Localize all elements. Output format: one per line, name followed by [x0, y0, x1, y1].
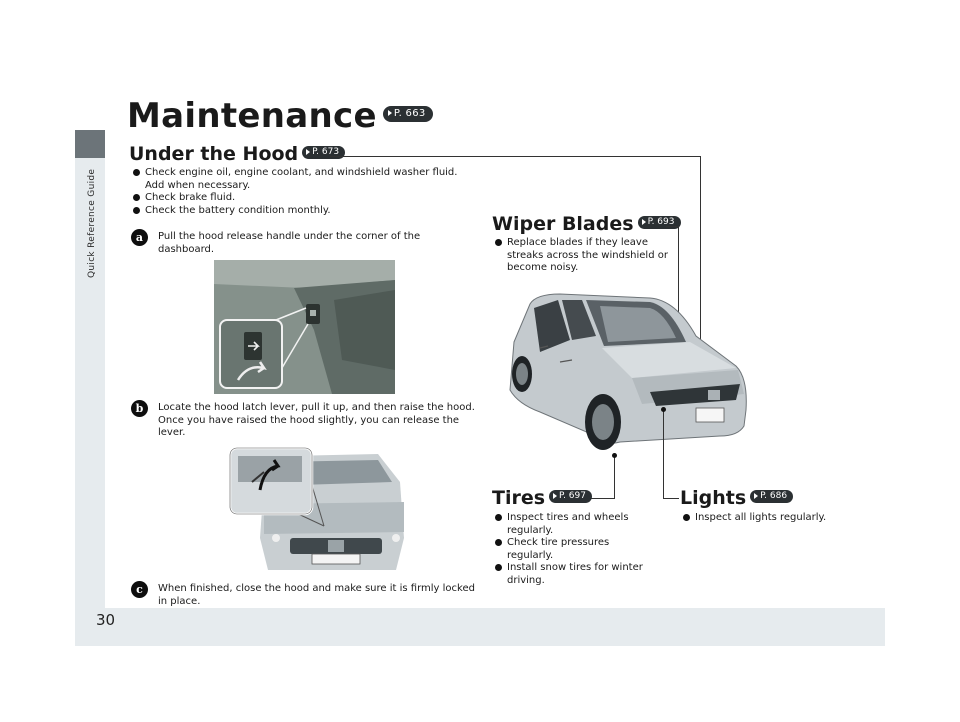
title-page-ref-link[interactable]: P. 663: [382, 105, 433, 122]
step-1: a Pull the hood release handle under the…: [131, 229, 471, 256]
ref-arrow-icon: [641, 218, 646, 225]
hood-release-photo: [214, 260, 395, 394]
hood-leader-line-vertical: [700, 156, 701, 364]
hood-latch-illustration: [228, 442, 410, 576]
page-bottom-frame: [75, 608, 885, 646]
list-item: Check engine oil, engine coolant, and wi…: [131, 167, 481, 192]
step-2: b Locate the hood latch lever, pull it u…: [131, 400, 481, 440]
hood-release-illustration: [214, 260, 395, 394]
section-tab: [75, 130, 105, 158]
step-badge: b: [131, 400, 148, 417]
page-side-frame: [75, 130, 105, 608]
list-item: Check the battery condition monthly.: [131, 205, 481, 218]
ref-arrow-icon: [306, 148, 311, 155]
under-hood-ref-link[interactable]: P. 673: [302, 146, 346, 159]
tires-leader-line-vertical: [614, 455, 615, 499]
list-item: Check brake fluid.: [131, 192, 481, 205]
minivan-drawing: [509, 293, 747, 450]
step-badge: c: [131, 581, 148, 598]
page-title: Maintenance P. 663: [127, 96, 433, 136]
lights-leader-dot: [661, 407, 666, 412]
wiper-leader-line-vertical: [678, 226, 679, 346]
under-hood-list: Check engine oil, engine coolant, and wi…: [131, 167, 481, 217]
hood-latch-drawing: [228, 446, 404, 570]
list-item: Inspect all lights regularly.: [681, 512, 851, 525]
minivan-illustration: [500, 286, 750, 460]
hood-leader-line: [330, 156, 701, 157]
page-number: 30: [96, 611, 116, 629]
step-badge: a: [131, 229, 148, 246]
ref-arrow-icon: [387, 109, 392, 116]
tires-ref-link[interactable]: P. 697: [549, 490, 592, 503]
wiper-leader-line: [666, 226, 678, 227]
ref-arrow-icon: [553, 492, 558, 499]
ref-arrow-icon: [754, 492, 759, 499]
lights-ref-link[interactable]: P. 686: [750, 490, 794, 503]
lights-leader-line: [663, 498, 679, 499]
lights-leader-line-vertical: [663, 409, 664, 499]
wiper-ref-link[interactable]: P. 693: [637, 216, 681, 229]
side-label: Quick Reference Guide: [87, 158, 101, 298]
page-title-text: Maintenance: [127, 96, 377, 136]
step-3: c When finished, close the hood and make…: [131, 581, 481, 608]
lights-list: Inspect all lights regularly.: [681, 512, 851, 525]
tires-leader-line: [588, 498, 615, 499]
side-label-text: Quick Reference Guide: [87, 168, 97, 278]
tires-leader-dot: [612, 453, 617, 458]
